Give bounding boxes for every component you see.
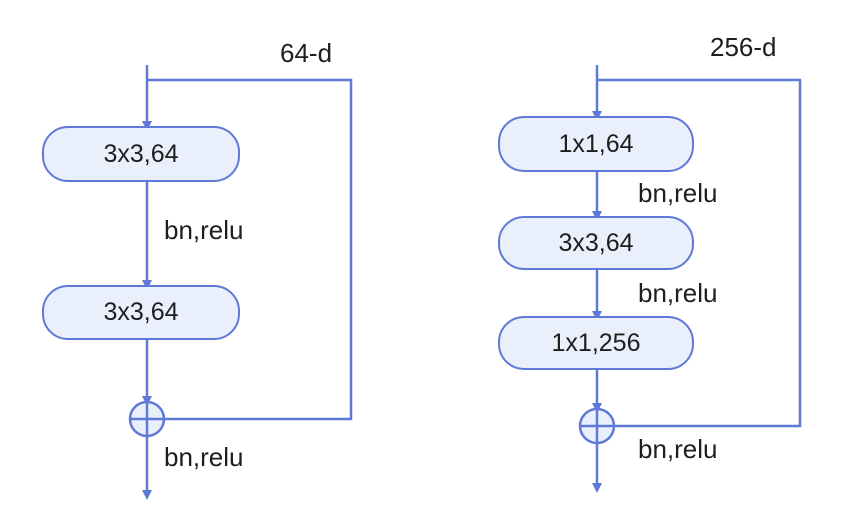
left-layer-1-node: 3x3,64 (42, 126, 240, 182)
left-skip-connection (147, 78, 353, 421)
right-between-label-1: bn,relu (638, 178, 718, 208)
left-block-wires (128, 65, 353, 500)
left-dimension-label: 64-d (280, 38, 333, 68)
right-layer-3-label: 1x1,256 (551, 328, 641, 357)
right-dimension-label: 256-d (710, 32, 777, 62)
right-layer-3-node: 1x1,256 (498, 316, 694, 370)
right-output-label: bn,relu (638, 434, 718, 464)
left-output-label: bn,relu (164, 442, 244, 472)
right-layer-1-label: 1x1,64 (558, 129, 634, 158)
right-add-circle-icon (578, 407, 616, 445)
left-layer-2-node: 3x3,64 (42, 285, 240, 340)
left-add-circle-icon (128, 400, 166, 438)
left-between-label: bn,relu (164, 215, 244, 245)
right-between-label-2: bn,relu (638, 278, 718, 308)
left-layer-1-label: 3x3,64 (103, 139, 179, 168)
right-block-wires (578, 65, 802, 493)
left-layer-2-label: 3x3,64 (103, 298, 179, 326)
right-layer-2-node: 3x3,64 (498, 216, 694, 270)
right-layer-1-node: 1x1,64 (498, 116, 694, 172)
right-layer-2-label: 3x3,64 (558, 228, 634, 257)
right-skip-connection (597, 78, 802, 428)
